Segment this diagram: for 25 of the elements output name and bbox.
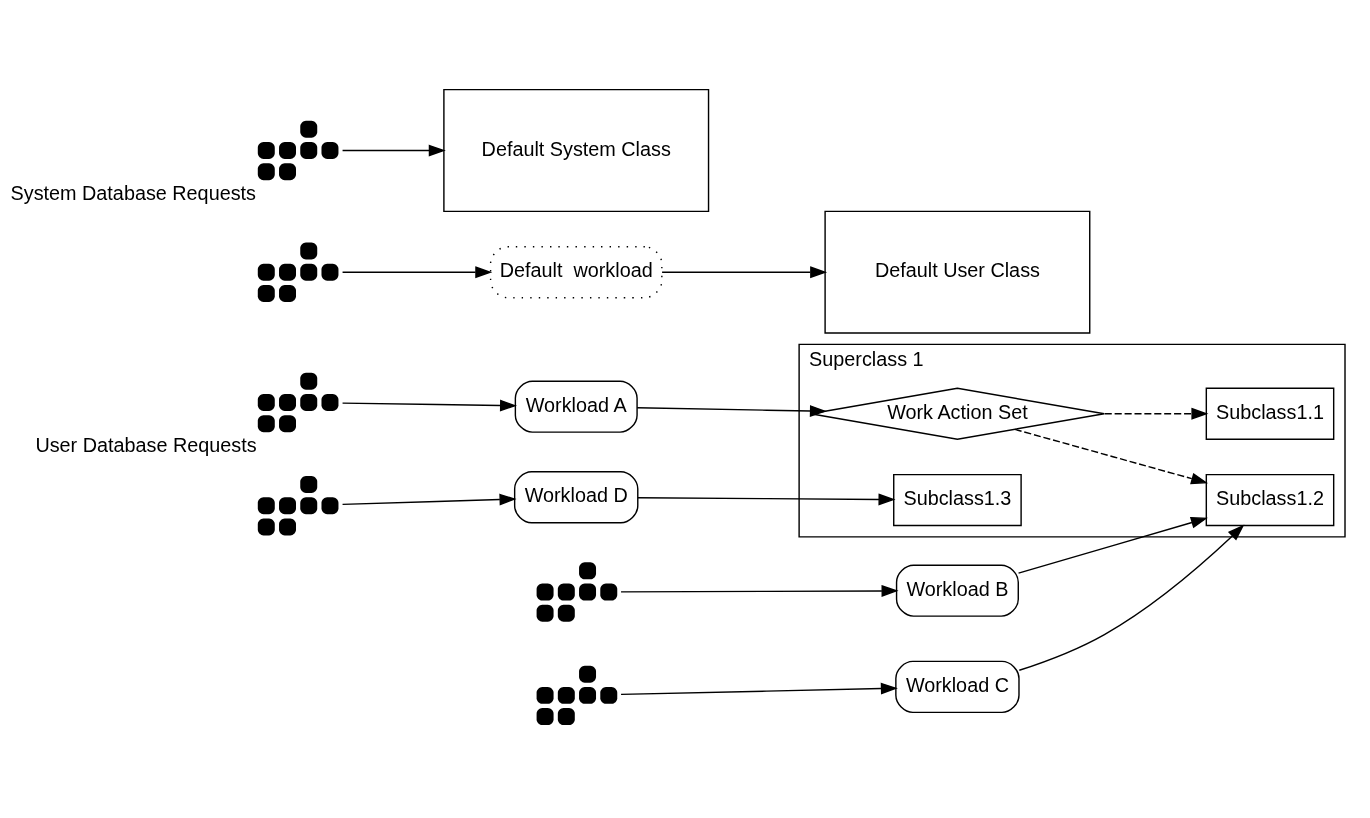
node-box: Default User Class [824, 210, 1091, 334]
node-box: Workload D [513, 470, 639, 523]
arrow [1103, 407, 1209, 420]
node-box: Default workload [489, 245, 663, 298]
arrow [1017, 516, 1208, 574]
node-box: Subclass1.3 [893, 473, 1022, 526]
arrow [341, 265, 493, 278]
arrow [1014, 428, 1209, 484]
node-box: Workload B [895, 563, 1019, 617]
node-box: Workload C [895, 660, 1020, 713]
arrow [636, 404, 827, 417]
arrow [341, 144, 446, 156]
arrow [620, 682, 898, 695]
arrow [661, 265, 828, 278]
arrow [341, 399, 517, 411]
node-box: Subclass1.2 [1205, 473, 1335, 526]
node-label: System Database Requests [10, 181, 256, 204]
node-label: User Database Requests [35, 433, 257, 456]
arrow [637, 493, 896, 505]
arrow [341, 493, 517, 505]
arrow [620, 584, 899, 597]
arrow [1018, 524, 1245, 671]
node-box: Subclass1.1 [1205, 387, 1335, 440]
node-box: Workload A [514, 380, 638, 433]
node-box: Default System Class [443, 88, 710, 212]
